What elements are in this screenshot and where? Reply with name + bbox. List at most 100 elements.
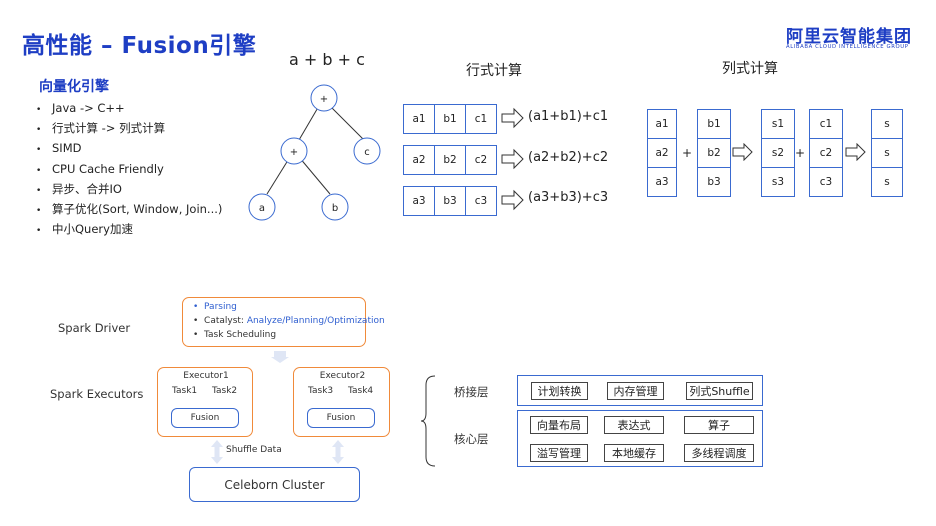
multithread-scheduling-chip: 多线程调度 [684, 444, 754, 462]
row-result: (a2+b2)+c2 [528, 150, 609, 165]
layer-brace [420, 375, 436, 467]
right-arrow-icon [732, 143, 753, 161]
core-layer-label: 核心层 [454, 432, 489, 446]
right-arrow-icon [845, 143, 866, 161]
column-cell: b2 [698, 138, 730, 167]
celeborn-cluster-box: Celeborn Cluster [189, 467, 360, 502]
vector-layout-chip: 向量布局 [530, 416, 588, 434]
column-cell: c1 [819, 118, 833, 130]
fusion-engine-box: Fusion [307, 408, 375, 428]
executor-name: Executor1 [183, 371, 229, 381]
catalyst-steps: Analyze/Planning/Optimization [246, 316, 385, 326]
task-label: Task1 [172, 386, 198, 396]
down-arrow-icon [271, 351, 289, 363]
plus-sign: + [795, 146, 806, 160]
shuffle-arrow-icon [211, 440, 223, 464]
driver-box: • Parsing • Catalyst: Analyze/Planning/O… [182, 297, 385, 347]
column-cell: s [884, 118, 890, 130]
tree-node-label: c [364, 147, 370, 158]
column-cell: s3 [762, 167, 794, 196]
memory-management-chip: 内存管理 [607, 382, 664, 400]
company-logo-subtitle: ALIBABA CLOUD INTELLIGENCE GROUP [786, 44, 909, 50]
row-record: a1 b1 c1 [403, 104, 497, 134]
feature-item: CPU Cache Friendly [36, 159, 222, 179]
column-cell: c2 [810, 138, 842, 167]
task-scheduling-text: Task Scheduling [204, 330, 277, 340]
row-cell: b1 [434, 105, 465, 133]
tree-node-label: a [259, 203, 265, 214]
right-arrow-icon [501, 107, 524, 129]
column-cell: a1 [655, 118, 669, 130]
expression-label: a + b + c [289, 50, 365, 69]
spark-executors-label: Spark Executors [50, 387, 144, 401]
expression-chip: 表达式 [604, 416, 664, 434]
driver-item: • Task Scheduling [193, 330, 277, 340]
column-cell: b1 [707, 118, 721, 130]
driver-item: • Parsing [193, 302, 237, 312]
feature-list: Java -> C++ 行式计算 -> 列式计算 SIMD CPU Cache … [36, 98, 222, 239]
columnar-shuffle-chip: 列式Shuffle [686, 382, 753, 400]
column-cell: c3 [810, 167, 842, 196]
tree-node-plus [280, 137, 308, 165]
bridge-layer-box [517, 375, 763, 406]
executor1-box: Executor1 Task1 Task2 Fusion [157, 367, 253, 437]
row-arrows [501, 107, 524, 211]
tree-node-c [353, 137, 381, 165]
row-record: a3 b3 c3 [403, 186, 497, 216]
parsing-text: Parsing [204, 302, 237, 312]
catalyst-label: Catalyst: [204, 316, 247, 326]
local-cache-chip: 本地缓存 [604, 444, 664, 462]
tree-node-a [248, 193, 276, 221]
feature-item: 行式计算 -> 列式计算 [36, 118, 222, 138]
row-cell: c1 [465, 105, 496, 133]
right-arrow-icon [501, 148, 524, 170]
column-result: s s s [871, 109, 903, 197]
column-cell: s [872, 167, 902, 196]
row-cell: a2 [412, 154, 426, 166]
row-result: (a1+b1)+c1 [528, 109, 609, 124]
feature-item: 异步、合并IO [36, 179, 222, 199]
feature-item: SIMD [36, 138, 222, 158]
driver-item: • Catalyst: Analyze/Planning/Optimizatio… [193, 316, 385, 326]
row-cell: b2 [434, 146, 465, 174]
spark-driver-label: Spark Driver [58, 321, 131, 335]
feature-item: 算子优化(Sort, Window, Join...) [36, 199, 222, 219]
row-record: a2 b2 c2 [403, 145, 497, 175]
page-title: 高性能 – Fusion引擎 [22, 33, 257, 59]
column-b: b1 b2 b3 [697, 109, 731, 197]
right-arrow-icon [501, 189, 524, 211]
row-cell: b3 [434, 187, 465, 215]
column-cell: a2 [648, 138, 676, 167]
bridge-layer-label: 桥接层 [454, 385, 489, 399]
company-logo-text: 阿里云智能集团 [786, 27, 912, 47]
executor-name: Executor2 [319, 371, 366, 381]
column-s: s1 s2 s3 [761, 109, 795, 197]
tree-node-root [310, 84, 338, 112]
column-cell: s [872, 138, 902, 167]
shuffle-data-label: Shuffle Data [226, 445, 282, 455]
executor2-box: Executor2 Task3 Task4 Fusion [293, 367, 390, 437]
feature-item: Java -> C++ [36, 98, 222, 118]
row-cell: c2 [465, 146, 496, 174]
task-label: Task2 [212, 386, 238, 396]
tree-node-label: + [290, 147, 298, 158]
core-layer-box [517, 410, 763, 467]
shuffle-arrow-icon [332, 440, 344, 464]
column-compute-title: 列式计算 [722, 61, 778, 77]
row-cell: a1 [412, 113, 426, 125]
task-label: Task4 [348, 386, 374, 396]
plan-conversion-chip: 计划转换 [531, 382, 588, 400]
column-cell: s2 [762, 138, 794, 167]
feature-item: 中小Query加速 [36, 219, 222, 239]
row-cell: c3 [465, 187, 496, 215]
vectorized-engine-title: 向量化引擎 [39, 79, 109, 95]
tree-node-label: + [320, 94, 328, 105]
column-a: a1 a2 a3 [647, 109, 677, 197]
operator-chip: 算子 [684, 416, 754, 434]
column-c: c1 c2 c3 [809, 109, 843, 197]
row-cell: a3 [412, 195, 426, 207]
tree-node-b [321, 193, 349, 221]
spill-management-chip: 溢写管理 [530, 444, 588, 462]
fusion-engine-box: Fusion [171, 408, 239, 428]
row-compute-title: 行式计算 [466, 63, 522, 79]
